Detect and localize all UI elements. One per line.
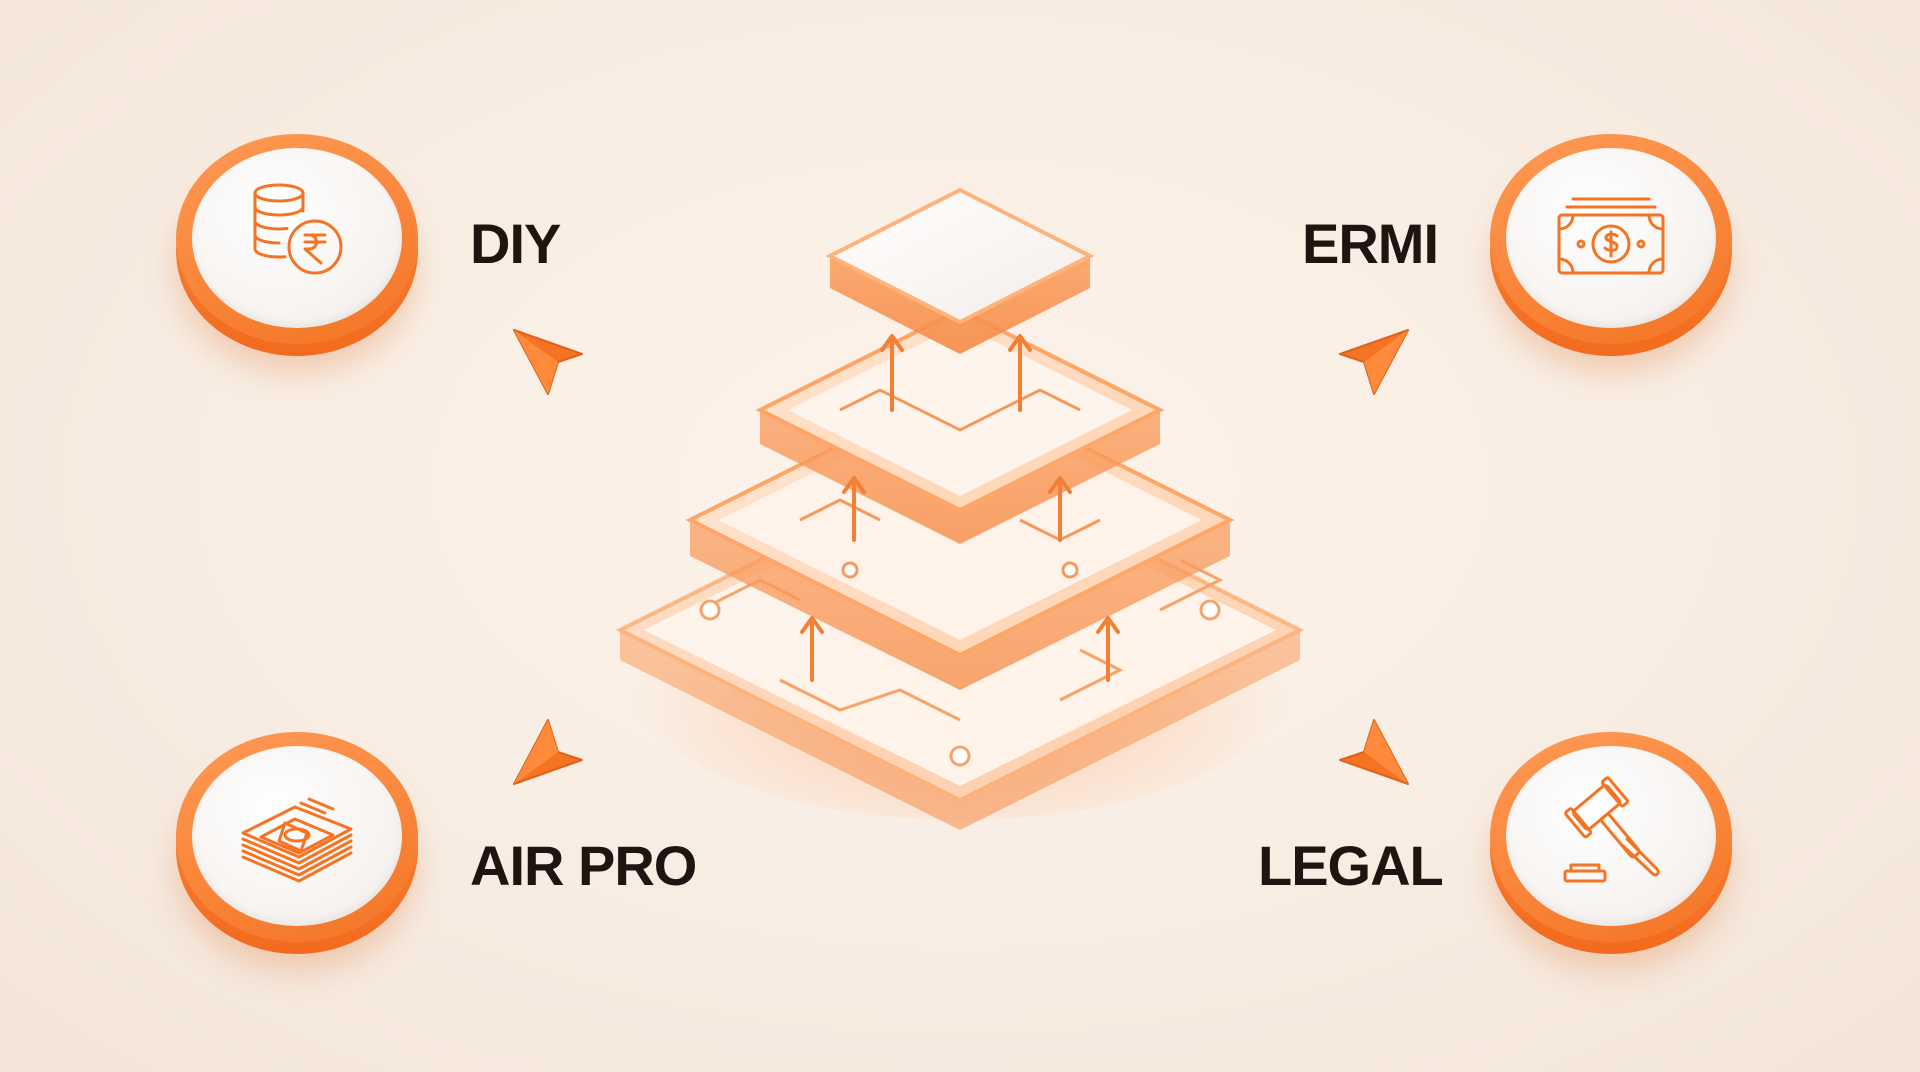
pyramid-layer-top [825,187,1095,354]
airpro-badge[interactable] [176,732,418,954]
arrow-to-legal [1339,719,1409,785]
upward-arrows [800,334,1120,682]
ermi-label: ERMI [1302,212,1439,275]
badge-face [192,148,402,328]
arrow-to-diy [513,329,583,395]
badge-face [192,746,402,926]
ermi-badge[interactable] [1490,134,1732,356]
money-stack-icon [241,797,353,883]
airpro-label: AIR PRO [470,834,697,897]
diy-label: DIY [470,212,561,275]
dollar-bill-icon [1557,197,1665,275]
arrow-to-ermi [1339,329,1409,395]
layered-stack-icon [615,187,1305,830]
arrow-to-airpro [513,719,583,785]
badge-face [1506,746,1716,926]
coins-rupee-icon [253,183,343,275]
gavel-icon [1563,776,1660,883]
legal-label: LEGAL [1258,834,1444,897]
legal-badge[interactable] [1490,732,1732,954]
diy-badge[interactable] [176,134,418,356]
